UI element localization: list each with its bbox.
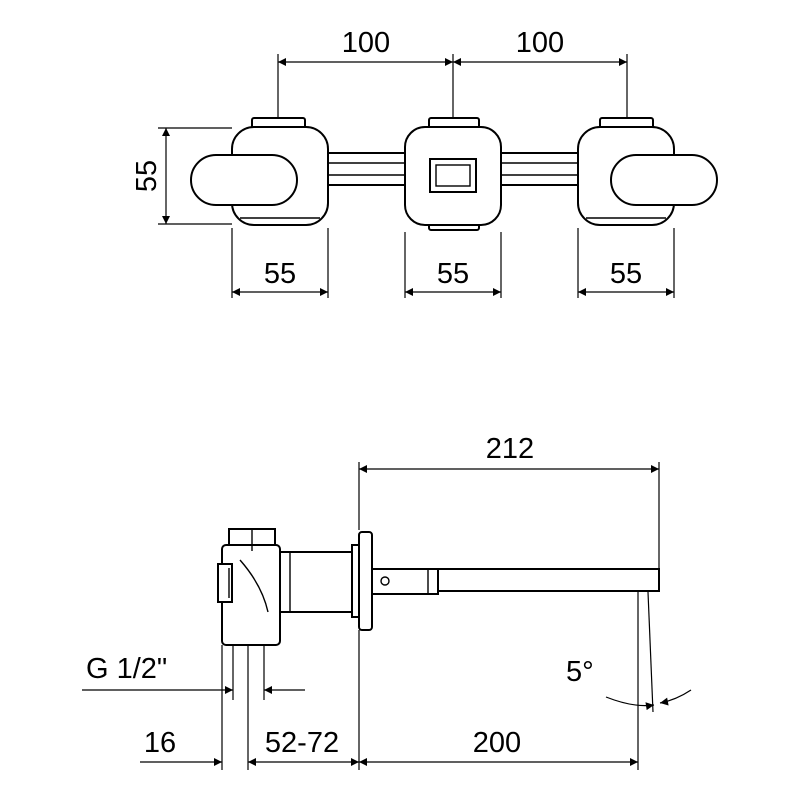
dim-thread: G 1/2" <box>86 653 167 685</box>
concealed-body <box>217 528 281 646</box>
dim-width-left: 55 <box>264 258 296 290</box>
center-body <box>404 117 502 231</box>
dim-spout-length: 200 <box>473 727 521 759</box>
right-valve <box>577 117 718 226</box>
right-handle <box>610 154 718 206</box>
extension-sleeve <box>279 551 355 613</box>
dim-spacing-right: 100 <box>516 27 564 59</box>
dim-spacing-left: 100 <box>342 27 390 59</box>
dim-width-right: 55 <box>610 258 642 290</box>
side-view: 212 G 1/2" 16 52-72 200 5° <box>82 433 692 770</box>
top-view: 100 100 55 55 55 55 <box>131 27 718 298</box>
dim-height: 55 <box>131 160 163 192</box>
dim-width-center: 55 <box>437 258 469 290</box>
dim-wall-range: 52-72 <box>265 727 339 759</box>
dim-angle: 5° <box>566 656 594 688</box>
dim-total-length: 212 <box>486 433 534 465</box>
left-handle <box>190 154 298 206</box>
center-square-outer <box>429 158 477 193</box>
spout <box>371 568 660 595</box>
dim-pipe-offset: 16 <box>144 727 176 759</box>
left-valve <box>190 117 329 226</box>
